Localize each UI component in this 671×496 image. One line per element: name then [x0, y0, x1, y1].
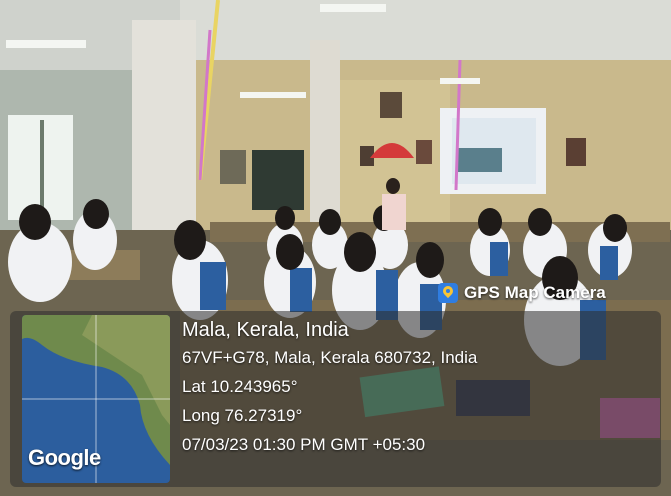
latitude-text: Lat 10.243965°	[182, 377, 298, 396]
map-pin-icon	[438, 283, 458, 303]
map-thumbnail: Google	[22, 315, 170, 483]
longitude-text: Long 76.27319°	[182, 406, 303, 425]
address-text: 67VF+G78, Mala, Kerala 680732, India	[182, 348, 478, 367]
location-info: Mala, Kerala, India 67VF+G78, Mala, Kera…	[182, 317, 477, 459]
map-image	[22, 315, 170, 483]
datetime-text: 07/03/23 01:30 PM GMT +05:30	[182, 435, 426, 454]
location-title: Mala, Kerala, India	[182, 319, 349, 341]
google-logo: Google	[28, 445, 101, 470]
location-stamp: Google Mala, Kerala, India 67VF+G78, Mal…	[10, 311, 661, 487]
app-name: GPS Map Camera	[464, 283, 606, 302]
gps-camera-badge: GPS Map Camera	[438, 279, 606, 307]
